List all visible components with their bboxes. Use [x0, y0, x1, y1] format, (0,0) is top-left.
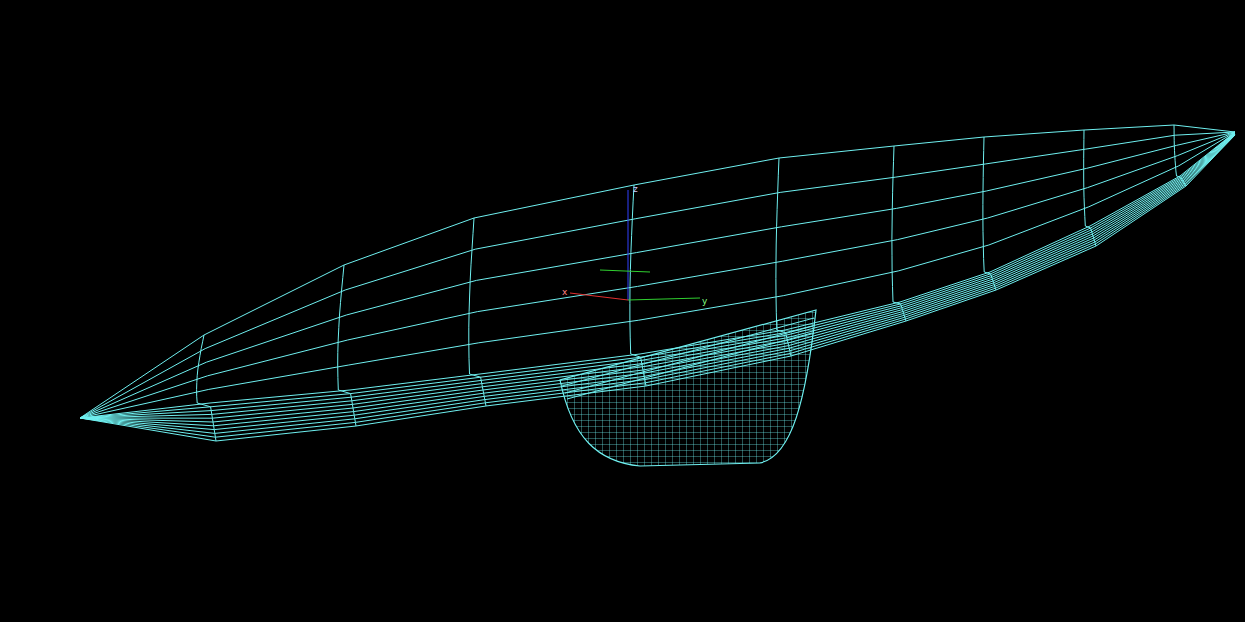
mesh-line: [1084, 130, 1096, 246]
mesh-line: [197, 335, 216, 441]
mesh-line: [80, 132, 1235, 418]
axis-label: y: [702, 296, 707, 306]
axis-triad: [570, 190, 700, 300]
axis-label: z: [633, 184, 638, 194]
mesh-line: [80, 132, 1235, 418]
keel: [560, 310, 816, 466]
mesh-line: [469, 218, 486, 406]
mesh-line: [892, 146, 906, 321]
mesh-line: [80, 132, 1235, 418]
axis-label: x: [562, 287, 567, 297]
mesh-line: [630, 185, 646, 386]
mesh-line: [80, 132, 1235, 418]
mesh-line: [80, 132, 1235, 418]
mesh-line: [338, 265, 356, 426]
mesh-line: [983, 137, 996, 290]
mesh-line: [1174, 125, 1186, 186]
